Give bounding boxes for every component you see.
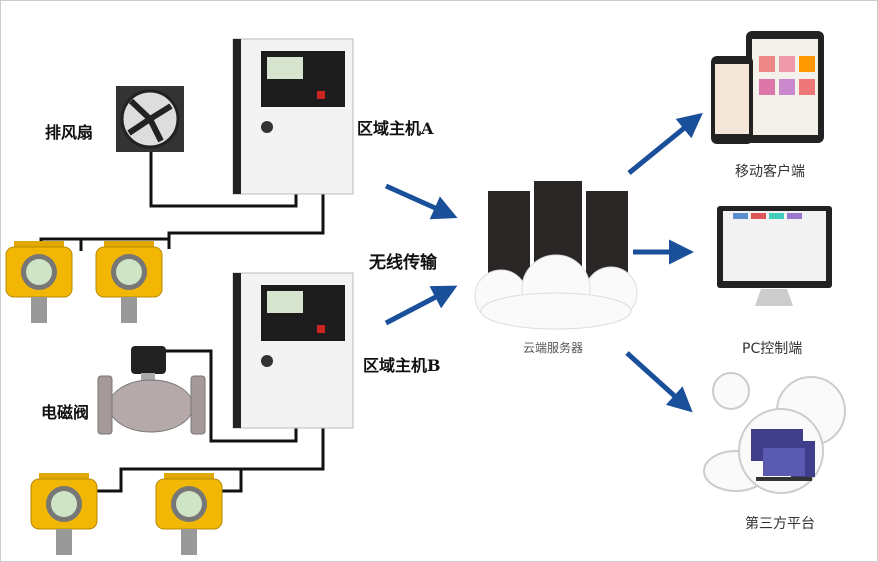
pc-monitor-icon <box>717 206 832 306</box>
gas-detector-icon <box>30 472 98 556</box>
gas-detector-icon <box>95 240 163 324</box>
third-party-label: 第三方平台 <box>745 516 815 532</box>
solenoid-valve-icon <box>97 346 206 435</box>
host-a-controller-icon <box>232 38 354 195</box>
data-flow-arrows <box>384 112 703 413</box>
cloud-server-icon <box>474 181 638 330</box>
mobile-devices-icon <box>711 31 824 144</box>
mobile-client-label: 移动客户端 <box>735 164 805 180</box>
wireless-label: 无线传输 <box>369 253 437 273</box>
host-b-label: 区域主机B <box>363 356 441 375</box>
cloud-server-label: 云端服务器 <box>523 341 584 355</box>
valve-label: 电磁阀 <box>41 403 90 422</box>
gas-detector-icon <box>155 472 223 556</box>
host-a-label: 区域主机A <box>357 119 434 138</box>
fan-label: 排风扇 <box>45 123 94 142</box>
host-b-controller-icon <box>232 272 354 429</box>
exhaust-fan-icon <box>116 86 184 152</box>
pc-client-label: PC控制端 <box>742 341 803 357</box>
third-party-platform-icon <box>703 372 846 494</box>
wiring <box>39 151 325 493</box>
gas-detector-icon <box>5 240 73 324</box>
